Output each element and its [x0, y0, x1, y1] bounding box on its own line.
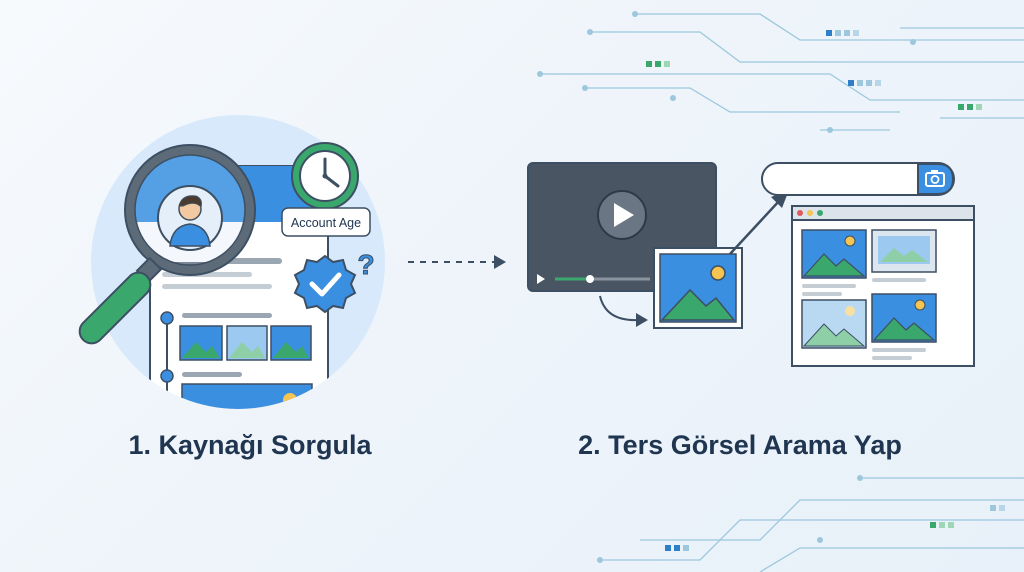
play-icon — [614, 203, 634, 227]
upload-arrow — [729, 199, 781, 255]
thumbnail-image-icon — [226, 325, 268, 361]
reverse-search-illustration — [527, 162, 975, 367]
step-1-label: 1. Kaynağı Sorgula — [128, 430, 372, 460]
image-search-bar — [761, 162, 955, 196]
account-age-text: Account Age — [291, 216, 361, 230]
camera-icon — [925, 170, 945, 187]
clock-icon — [291, 142, 359, 210]
search-results-window — [791, 205, 975, 367]
step-arrow — [408, 255, 506, 269]
step-2-label: 2. Ters Görsel Arama Yap — [578, 430, 902, 460]
extracted-frame-image-icon — [653, 247, 743, 329]
account-age-badge: Account Age — [281, 207, 371, 237]
question-mark-icon: ? — [357, 249, 374, 280]
thumbnail-image-icon — [270, 325, 312, 361]
magnifier-icon — [78, 144, 256, 345]
verified-badge-icon — [293, 254, 357, 314]
extract-arrow — [599, 295, 641, 322]
thumbnail-image-icon — [179, 325, 223, 361]
source-query-illustration: Account Age ? — [78, 115, 385, 409]
